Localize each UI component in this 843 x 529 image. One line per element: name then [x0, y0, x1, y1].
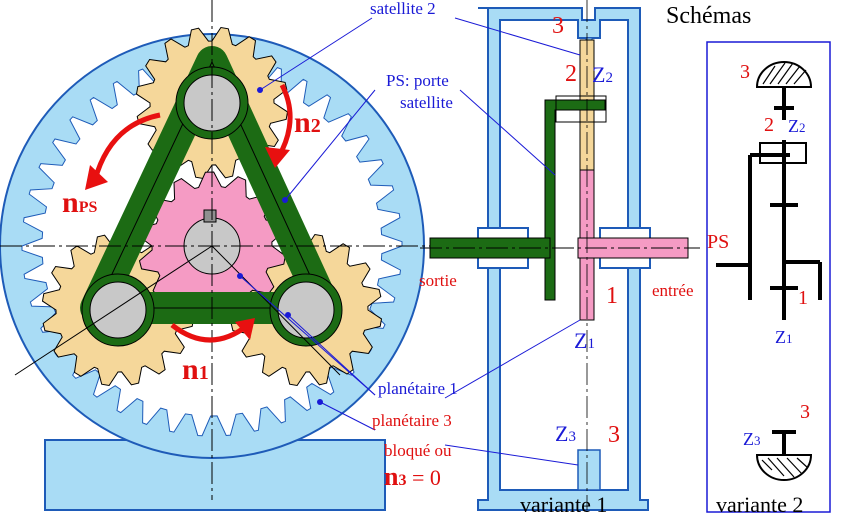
fixed-ground-icon	[755, 454, 813, 481]
v2-label-3-top: 3	[740, 61, 750, 83]
v2-label-z3: Z3	[743, 429, 761, 449]
label-planetaire-3: planétaire 3	[372, 411, 452, 430]
label-n2: n2	[294, 106, 321, 139]
label-3-bottom: 3	[608, 422, 620, 448]
label-ps-satellite: satellite	[400, 93, 453, 112]
label-z2: Z2	[592, 62, 613, 87]
label-planetaire-1: planétaire 1	[378, 379, 458, 398]
label-z3: Z3	[555, 421, 576, 446]
label-1: 1	[606, 283, 618, 309]
label-satellite-2: satellite 2	[370, 0, 436, 18]
label-schemas: Schémas	[666, 3, 752, 29]
schematic-variante-2	[706, 41, 831, 513]
label-nps: nPS	[62, 186, 98, 219]
label-ps: PS	[707, 231, 730, 253]
v2-label-z1: Z1	[775, 327, 793, 347]
label-2: 2	[565, 61, 577, 87]
label-variante-2: variante 2	[716, 492, 804, 517]
v2-label-1: 1	[798, 287, 808, 309]
label-ps-porte: PS: porte	[386, 71, 449, 90]
label-n3-zero: n3 = 0	[384, 462, 441, 491]
label-entree: entrée	[652, 281, 694, 300]
label-z1: Z1	[574, 328, 595, 353]
gear-assembly-view	[0, 0, 460, 511]
label-bloque-ou: bloqué ou	[384, 441, 452, 460]
sun-key	[203, 209, 217, 223]
v2-label-3-bottom: 3	[800, 401, 810, 423]
label-n1: n1	[182, 353, 209, 386]
section-view-variante-1	[420, 0, 700, 511]
label-3-top: 3	[552, 13, 564, 39]
planet-carrier	[80, 46, 343, 347]
label-sortie: sortie	[419, 271, 457, 290]
label-variante-1: variante 1	[520, 492, 608, 517]
fixed-ground-icon	[755, 61, 813, 88]
v2-label-z2: Z2	[788, 116, 806, 136]
v2-label-2: 2	[764, 114, 774, 136]
